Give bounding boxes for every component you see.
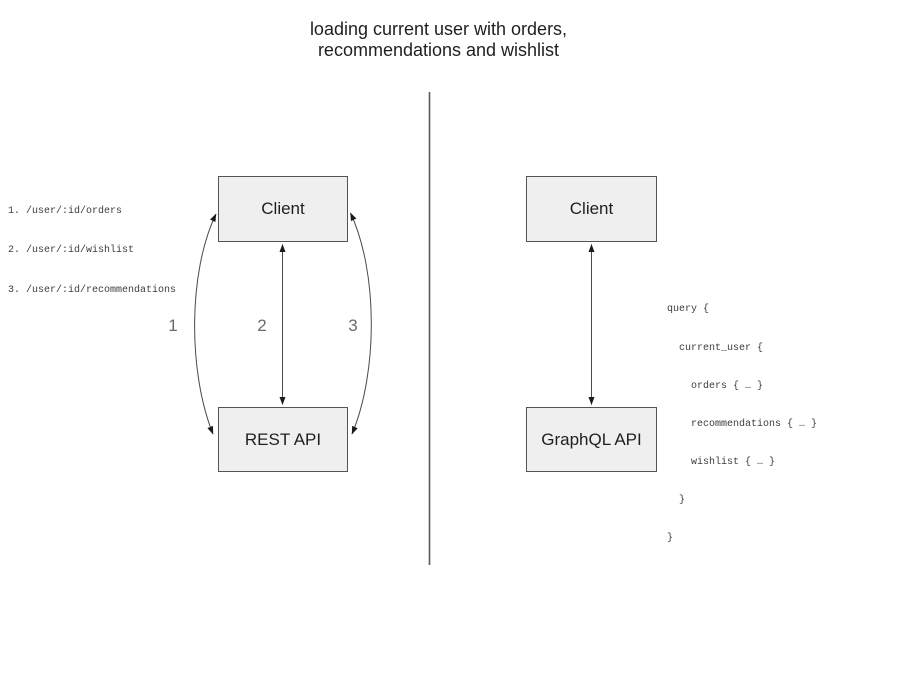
rest-api-box: REST API [218, 407, 348, 472]
rest-endpoints-list: 1. /user/:id/orders 2. /user/:id/wishlis… [8, 178, 176, 324]
rest-endpoint-recommendations: 3. /user/:id/recommendations [8, 285, 177, 297]
rest-arrow-label-3: 3 [348, 316, 358, 335]
rest-arrow-label-2: 2 [257, 316, 267, 335]
query-line: query { [667, 304, 710, 316]
query-line: recommendations { … } [667, 418, 818, 430]
rest-arrow-3-curve [350, 212, 372, 435]
query-line: wishlist { … } [667, 456, 776, 468]
rest-endpoint-wishlist: 2. /user/:id/wishlist [8, 245, 135, 257]
graphql-api-box-label: GraphQL API [541, 429, 642, 449]
graphql-client-box-label: Client [569, 199, 614, 218]
rest-arrow-1-curve [194, 213, 217, 435]
graphql-query-code: query { current_user { orders { … } reco… [667, 279, 817, 571]
rest-arrow-label-1: 1 [168, 316, 178, 335]
query-line: current_user { [667, 342, 764, 354]
rest-client-box-label: Client [261, 199, 305, 218]
rest-endpoint-orders: 1. /user/:id/orders [8, 205, 123, 217]
query-line: orders { … } [667, 380, 764, 392]
rest-client-box: Client [218, 176, 348, 242]
graphql-api-box: GraphQL API [526, 407, 657, 472]
query-line: } [667, 494, 686, 506]
graphql-client-box: Client [526, 176, 657, 242]
rest-api-box-label: REST API [244, 429, 322, 449]
diagram-title: loading current user with orders, recomm… [309, 19, 568, 60]
query-line: } [667, 533, 674, 545]
